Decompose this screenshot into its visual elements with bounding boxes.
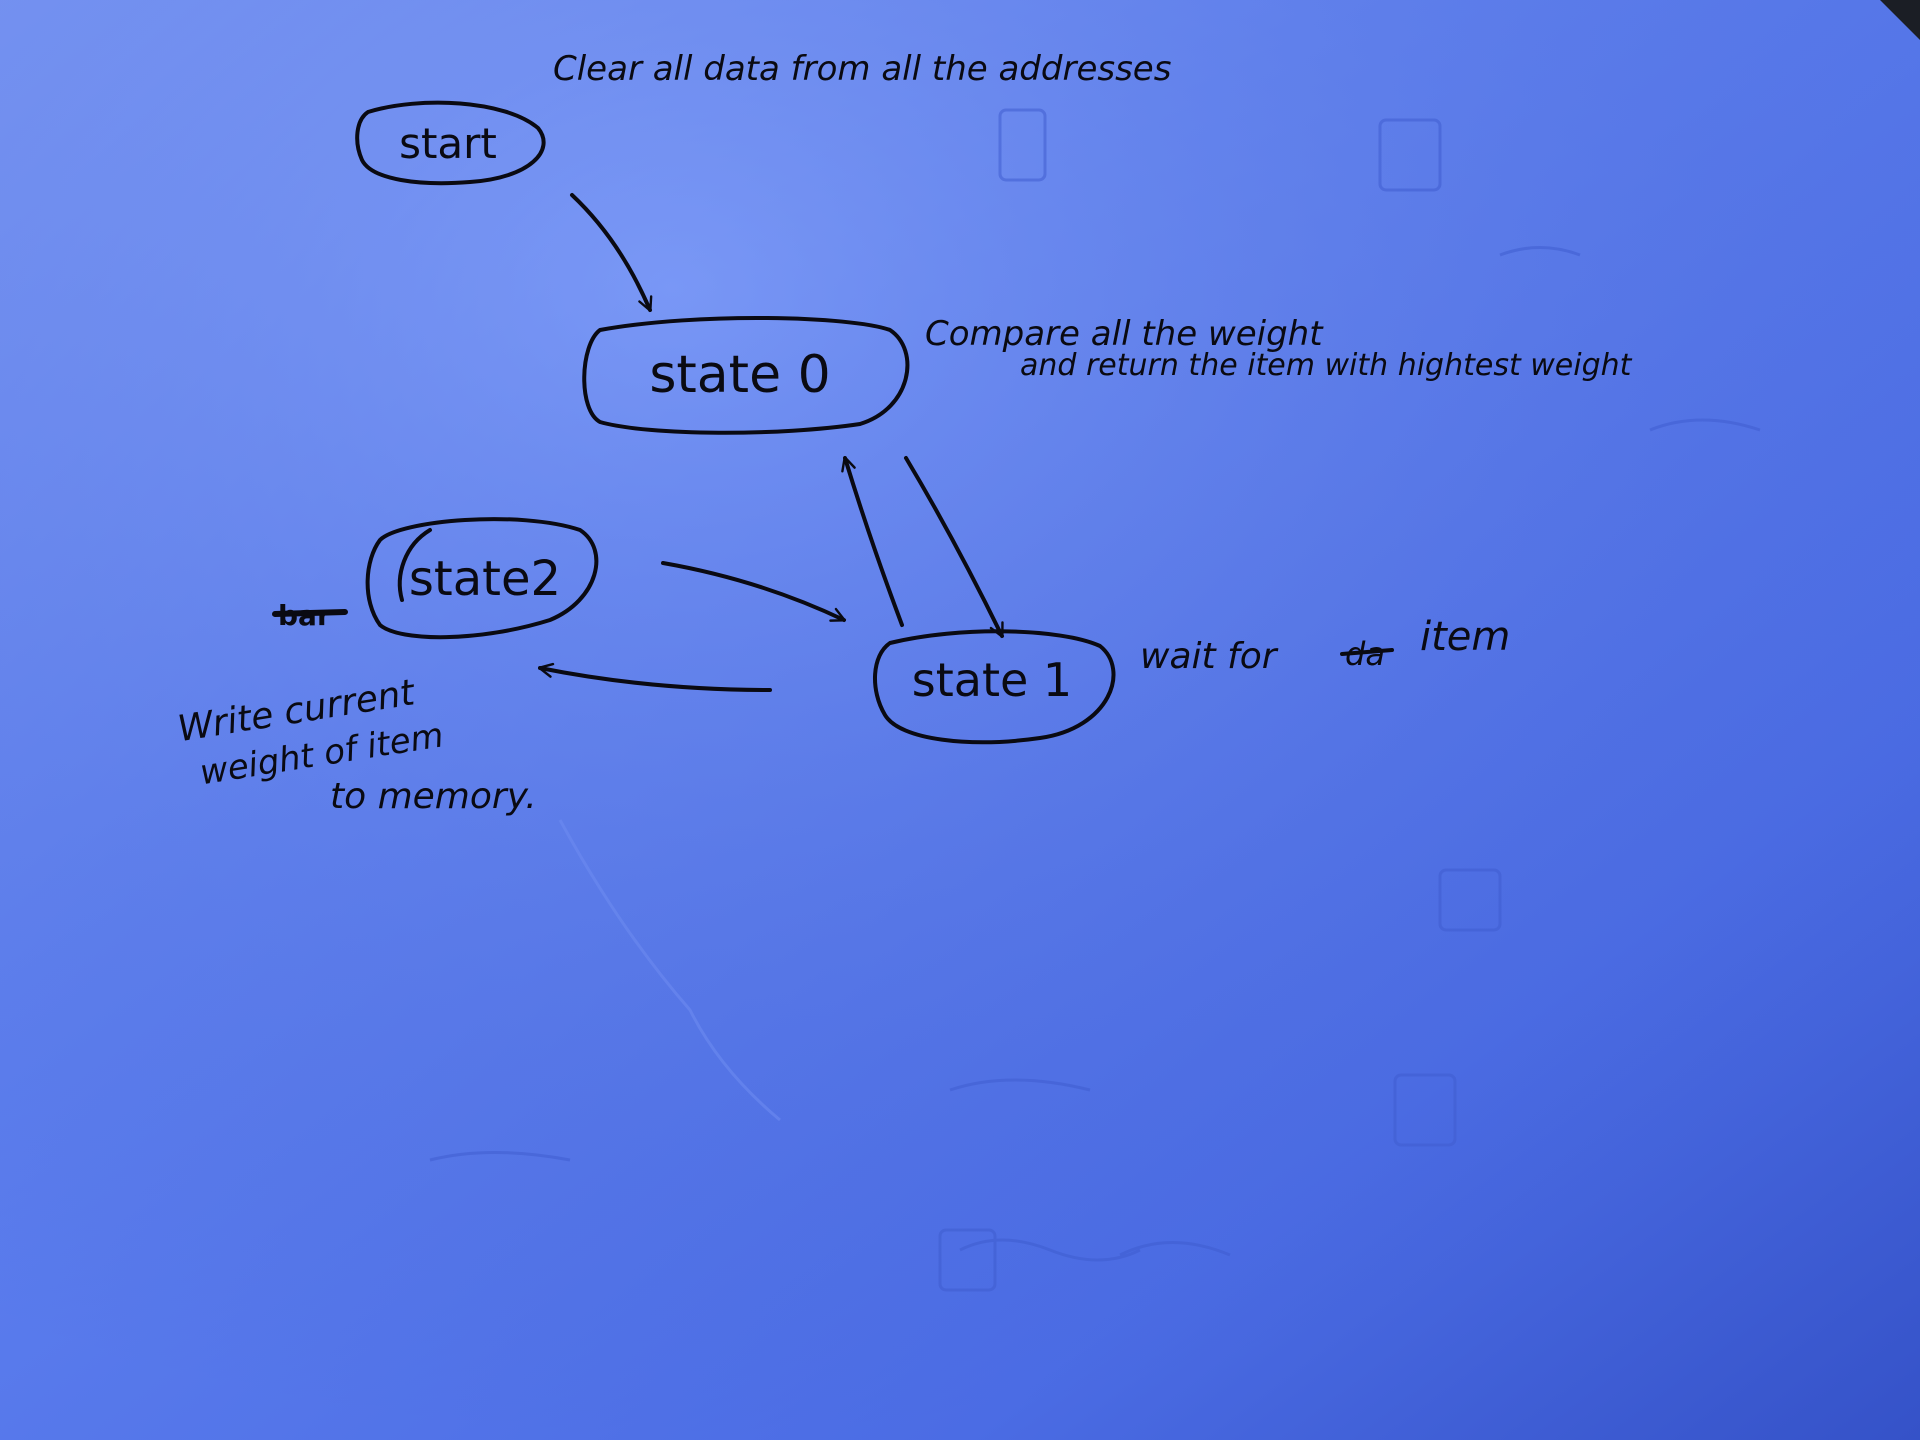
node-state-1-outline [873, 629, 1116, 745]
note-state-1-strikethrough [1340, 648, 1394, 656]
node-start-label: start [399, 119, 497, 168]
node-start: start [355, 100, 546, 186]
note-state-1: wait for da item [1140, 614, 1510, 677]
node-state-1-label: state 1 [912, 653, 1072, 707]
node-state-0-outline [582, 315, 910, 435]
arrow-start-to-state-0 [570, 193, 653, 312]
node-state-2-label: state2 [409, 551, 561, 607]
arrow-state-2-to-state-1 [661, 561, 846, 622]
node-state-0: state 0 [582, 315, 910, 435]
paper-crease [558, 819, 781, 1122]
note-state-1-word-1: wait for [1140, 636, 1279, 677]
note-state-0-line-2: and return the item with hightest weight [1020, 348, 1633, 383]
note-state-2-strikethrough [272, 609, 348, 617]
arrow-state-1-to-state-0 [841, 456, 904, 627]
node-state-2-outline [365, 517, 599, 640]
node-state-1: state 1 [873, 629, 1116, 745]
node-state-2-outline-overlap [397, 528, 432, 602]
show-through-marks [429, 108, 1761, 1292]
note-state-1-word-2: item [1420, 614, 1510, 660]
edges [538, 193, 1004, 692]
node-state-2: state2 [365, 517, 599, 640]
node-state-0-label: state 0 [649, 345, 830, 405]
note-state-2-line-3: to memory. [330, 776, 537, 817]
note-state-0-line-1: Compare all the weight [925, 314, 1324, 354]
node-start-outline [355, 100, 546, 186]
note-start: Clear all data from all the addresses [553, 49, 1171, 89]
arrow-state-0-to-state-1 [904, 456, 1004, 638]
arrow-state-1-to-state-2 [538, 662, 772, 692]
